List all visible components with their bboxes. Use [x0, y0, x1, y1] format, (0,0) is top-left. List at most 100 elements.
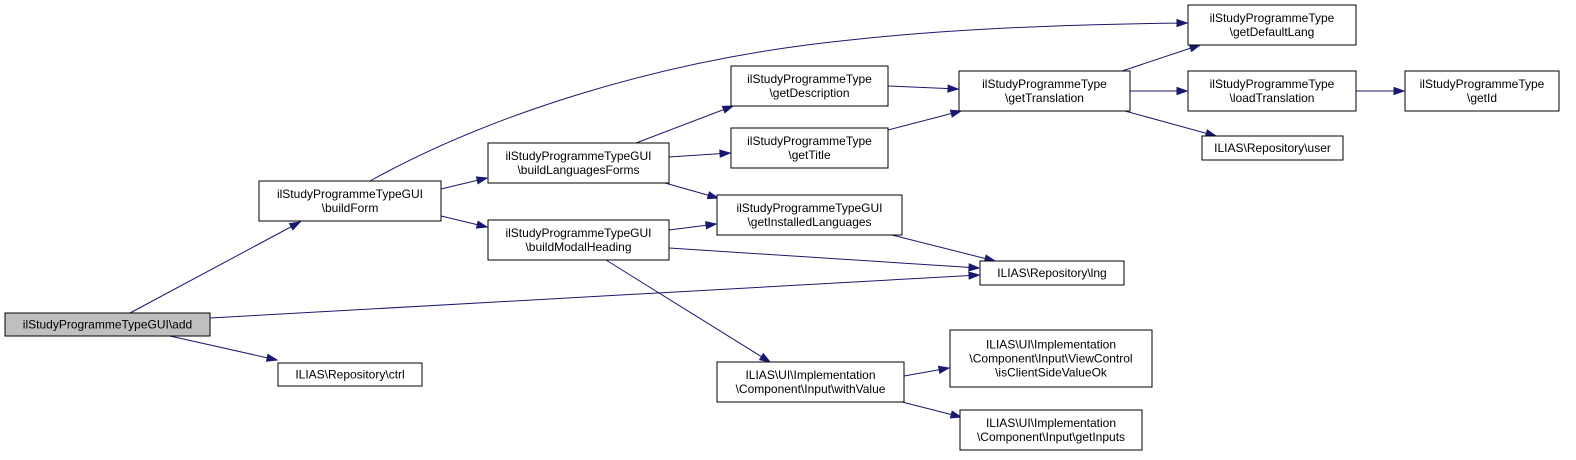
arrowhead: [705, 221, 718, 230]
node-label: \buildLanguagesForms: [517, 163, 639, 177]
arrowhead: [1176, 86, 1189, 96]
edge-add-to-lng: [209, 271, 981, 319]
node-withValue[interactable]: ILIAS\UI\Implementation\Component\Input\…: [716, 361, 905, 403]
edge-line: [1124, 110, 1217, 137]
node-box: [959, 409, 1143, 451]
arrowhead: [968, 271, 981, 280]
node-isClientSideValueOk[interactable]: ILIAS\UI\Implementation\Component\Input\…: [949, 329, 1153, 388]
node-box: [1404, 70, 1560, 112]
edge-buildModalHeading-to-withValue: [605, 259, 772, 363]
arrowhead: [475, 176, 489, 185]
edge-buildModalHeading-to-getInstalledLanguages: [668, 221, 718, 231]
edge-getInstalledLanguages-to-lng: [891, 234, 997, 263]
node-box: [1201, 135, 1344, 161]
edge-add-to-ctrl: [169, 335, 279, 362]
node-label: ilStudyProgrammeTypeGUI: [736, 201, 882, 215]
edge-buildForm-to-buildModalHeading: [440, 215, 489, 229]
node-box: [258, 180, 442, 222]
node-label: ilStudyProgrammeType: [982, 77, 1107, 91]
edge-line: [887, 85, 959, 90]
node-box: [979, 260, 1125, 286]
node-label: ilStudyProgrammeTypeGUI\add: [23, 318, 192, 332]
node-label: \getDescription: [769, 86, 849, 100]
node-box: [277, 362, 423, 387]
node-label: \buildModalHeading: [525, 240, 631, 254]
node-box: [487, 219, 670, 261]
edge-withValue-to-getInputs: [901, 401, 963, 419]
node-label: ilStudyProgrammeType: [747, 72, 872, 86]
node-getInstalledLanguages[interactable]: ilStudyProgrammeTypeGUI\getInstalledLang…: [716, 194, 903, 236]
node-lng[interactable]: ILIAS\Repository\lng: [979, 260, 1125, 286]
node-label: ILIAS\UI\Implementation: [986, 416, 1116, 430]
edge-buildLanguagesForms-to-getDescription: [635, 105, 735, 144]
edge-add-to-buildForm: [129, 221, 302, 314]
edge-line: [1121, 44, 1201, 72]
node-buildForm[interactable]: ilStudyProgrammeTypeGUI\buildForm: [258, 180, 442, 222]
arrowhead: [721, 105, 735, 114]
node-label: ILIAS\UI\Implementation: [986, 338, 1116, 352]
node-user[interactable]: ILIAS\Repository\user: [1201, 135, 1344, 161]
node-getId[interactable]: ilStudyProgrammeType\getId: [1404, 70, 1560, 112]
node-box: [1187, 4, 1357, 46]
node-label: \Component\Input\ViewControl: [969, 352, 1132, 366]
node-getDefaultLang[interactable]: ilStudyProgrammeType\getDefaultLang: [1187, 4, 1357, 46]
node-label: ILIAS\Repository\ctrl: [295, 368, 404, 382]
node-label: \isClientSideValueOk: [995, 366, 1108, 380]
node-label: ilStudyProgrammeType: [747, 134, 872, 148]
node-box: [949, 329, 1153, 388]
edge-loadTranslation-to-getId: [1356, 86, 1406, 96]
node-label: \getInstalledLanguages: [747, 215, 871, 229]
edge-line: [887, 110, 962, 131]
arrowhead: [968, 263, 981, 272]
arrowhead: [719, 149, 732, 158]
edge-line: [605, 259, 771, 363]
arrowhead: [1176, 18, 1189, 28]
node-ctrl[interactable]: ILIAS\Repository\ctrl: [277, 362, 423, 387]
edge-getTranslation-to-user: [1124, 110, 1218, 138]
nodes-layer: ilStudyProgrammeTypeGUI\add ilStudyProgra…: [4, 4, 1560, 451]
node-getTitle[interactable]: ilStudyProgrammeType\getTitle: [730, 127, 889, 169]
node-getDescription[interactable]: ilStudyProgrammeType\getDescription: [730, 65, 889, 107]
edge-buildForm-to-buildLanguagesForms: [440, 176, 489, 190]
arrowhead: [937, 365, 951, 374]
node-getTranslation[interactable]: ilStudyProgrammeType\getTranslation: [958, 70, 1131, 112]
node-label: \buildForm: [322, 201, 379, 215]
node-label: \getTranslation: [1005, 91, 1084, 105]
edge-line: [668, 247, 980, 269]
arrowhead: [949, 109, 963, 118]
edge-buildForm-to-getDefaultLang: [369, 18, 1189, 182]
node-label: \loadTranslation: [1230, 91, 1315, 105]
node-box: [958, 70, 1131, 112]
node-add[interactable]: ilStudyProgrammeTypeGUI\add: [4, 312, 211, 337]
arrowhead: [1188, 44, 1202, 53]
node-box: [1187, 70, 1357, 112]
edge-line: [369, 22, 1188, 182]
node-box: [716, 194, 903, 236]
node-label: ILIAS\UI\Implementation: [745, 368, 875, 382]
node-label: \getTitle: [788, 148, 831, 162]
edges-layer: [129, 18, 1406, 419]
node-box: [730, 65, 889, 107]
node-label: ilStudyProgrammeType: [1420, 77, 1545, 91]
node-getInputs[interactable]: ILIAS\UI\Implementation\Component\Input\…: [959, 409, 1143, 451]
edge-withValue-to-isClientSideValueOk: [903, 365, 951, 377]
node-loadTranslation[interactable]: ilStudyProgrammeType\loadTranslation: [1187, 70, 1357, 112]
node-box: [716, 361, 905, 403]
edge-line: [209, 274, 980, 319]
edge-getDescription-to-getTranslation: [887, 84, 960, 93]
node-label: \Component\Input\getInputs: [977, 430, 1125, 444]
edge-line: [129, 221, 301, 314]
node-label: ilStudyProgrammeTypeGUI: [277, 187, 423, 201]
node-label: \getDefaultLang: [1230, 25, 1315, 39]
node-box: [730, 127, 889, 169]
edge-line: [635, 105, 734, 144]
node-label: ilStudyProgrammeType: [1210, 77, 1335, 91]
arrowhead: [949, 410, 963, 419]
edge-buildLanguagesForms-to-getTitle: [668, 149, 732, 158]
node-label: \Component\Input\withValue: [736, 382, 886, 396]
node-buildLanguagesForms[interactable]: ilStudyProgrammeTypeGUI\buildLanguagesFo…: [487, 142, 670, 184]
edge-getTitle-to-getTranslation: [887, 109, 963, 131]
node-buildModalHeading[interactable]: ilStudyProgrammeTypeGUI\buildModalHeadin…: [487, 219, 670, 261]
node-label: ilStudyProgrammeType: [1210, 11, 1335, 25]
node-label: ilStudyProgrammeTypeGUI: [505, 149, 651, 163]
